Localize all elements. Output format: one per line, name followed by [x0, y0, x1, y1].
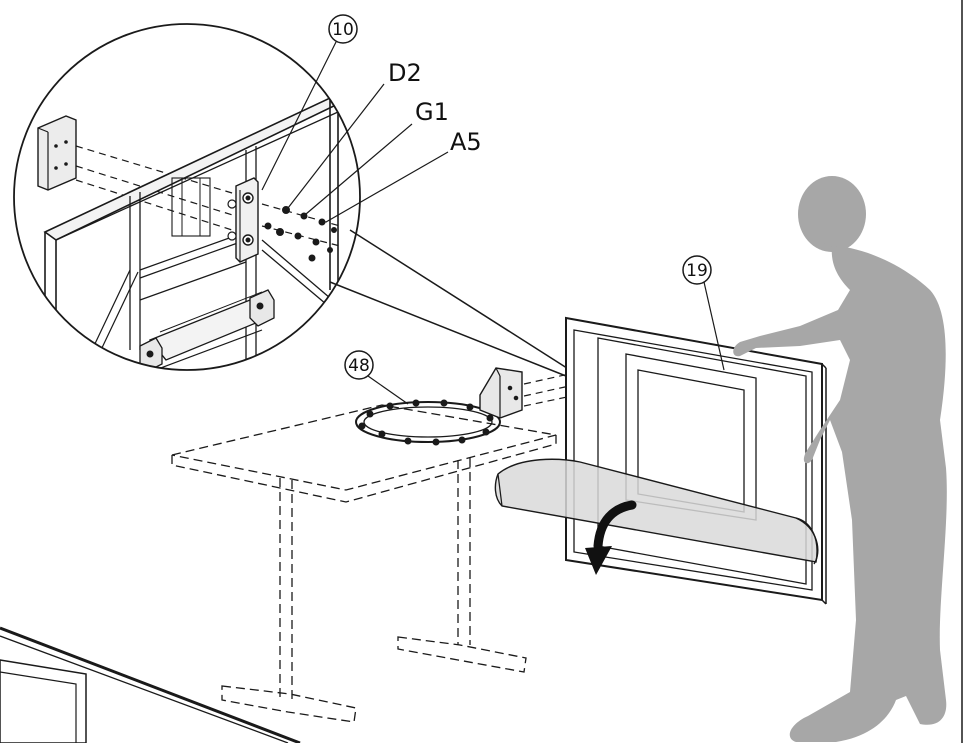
callout-label-19: 19: [686, 261, 708, 281]
a5-screw: [327, 247, 333, 253]
rotate-down-arrow: [585, 500, 637, 575]
callout-10: 10: [261, 14, 358, 191]
leader-line: [261, 41, 337, 191]
callout-label-10: 10: [332, 20, 354, 40]
a5-screw: [331, 227, 337, 233]
mounting-bracket: [479, 367, 523, 419]
leader-line: [305, 123, 413, 215]
callout-d2: D2: [287, 59, 422, 209]
a5-screw: [312, 238, 320, 246]
detail-view: [37, 97, 341, 370]
leader-line: [703, 281, 725, 371]
table-top-edge: [171, 435, 557, 503]
protective-cover: [494, 458, 819, 565]
callout-label-g1: G1: [415, 98, 449, 126]
table-foot: [397, 636, 527, 673]
callout-label-a5: A5: [450, 128, 482, 156]
callout-circle: [682, 255, 712, 285]
magnifier-connector-line: [329, 281, 567, 377]
callout-circle: [344, 350, 374, 380]
callout-label-d2: D2: [388, 59, 422, 87]
callout-g1: G1: [305, 98, 449, 215]
magnifier-connector-line: [349, 229, 571, 371]
callout-label-48: 48: [348, 356, 370, 376]
g1-nut: [308, 254, 316, 262]
leader-line: [367, 375, 409, 405]
frame-19: [565, 316, 827, 605]
ring-assembly: [355, 343, 707, 446]
magnifier-outline: [13, 23, 361, 371]
table-dashed: [171, 404, 557, 723]
table-foot: [221, 685, 357, 723]
wall-bracket: [37, 115, 77, 191]
hinge-bracket: [227, 177, 259, 263]
g1-nut: [300, 212, 308, 220]
callout-circle: [328, 14, 358, 44]
lower-hinge: [139, 289, 275, 370]
person-silhouette: [733, 176, 947, 742]
foreground-edge: [0, 626, 301, 743]
leader-line: [287, 83, 385, 209]
d2-washer: [282, 206, 290, 214]
hardware-parts: [264, 206, 337, 262]
leader-line: [325, 151, 449, 223]
callout-19: 19: [682, 255, 725, 371]
alignment-lines: [523, 343, 707, 407]
frame-detail: [43, 97, 340, 370]
g1-nut: [294, 232, 302, 240]
callout-48: 48: [344, 350, 409, 405]
d2-washer: [264, 222, 272, 230]
d2-washer: [276, 228, 284, 236]
callout-a5: A5: [325, 128, 482, 223]
a5-screw: [318, 218, 326, 226]
